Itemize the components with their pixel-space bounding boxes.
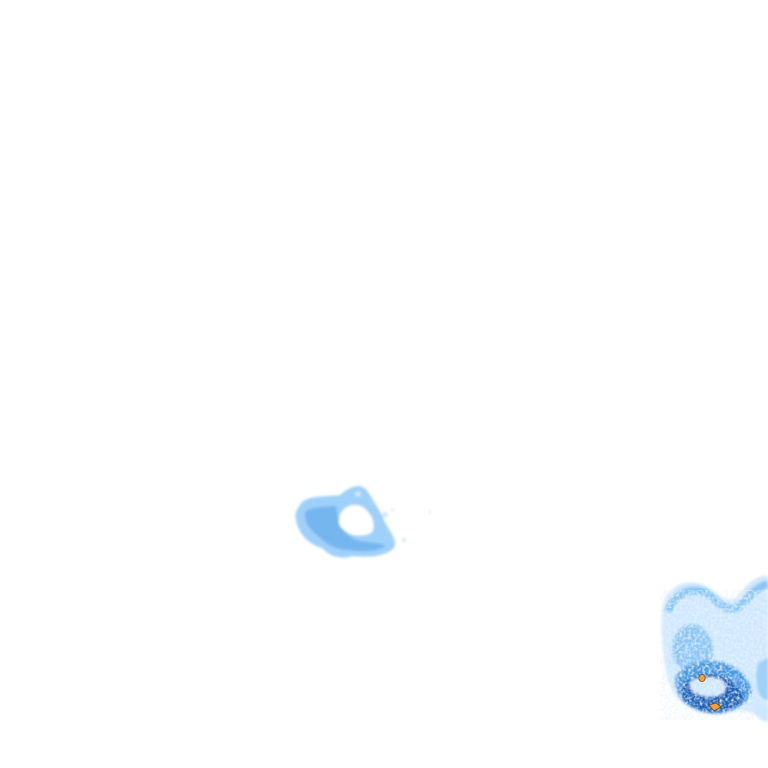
rain-speck [402, 538, 406, 542]
storm-cell-southeast [660, 575, 768, 722]
rain-speck [355, 491, 361, 497]
rain-cell-center-inner [304, 506, 386, 552]
extreme-intensity-spot [698, 674, 706, 683]
rain-speck [382, 512, 388, 518]
rain-speck [428, 510, 432, 514]
extreme-intensity-spot [708, 702, 722, 712]
rain-speck [391, 508, 395, 512]
rain-cell-center-hole [338, 504, 374, 536]
storm-cell-edge-fragment [756, 658, 768, 700]
storm-cell-texture [660, 590, 768, 720]
storm-cell-edge-fragment [754, 703, 768, 722]
rain-cell-center [295, 486, 432, 558]
